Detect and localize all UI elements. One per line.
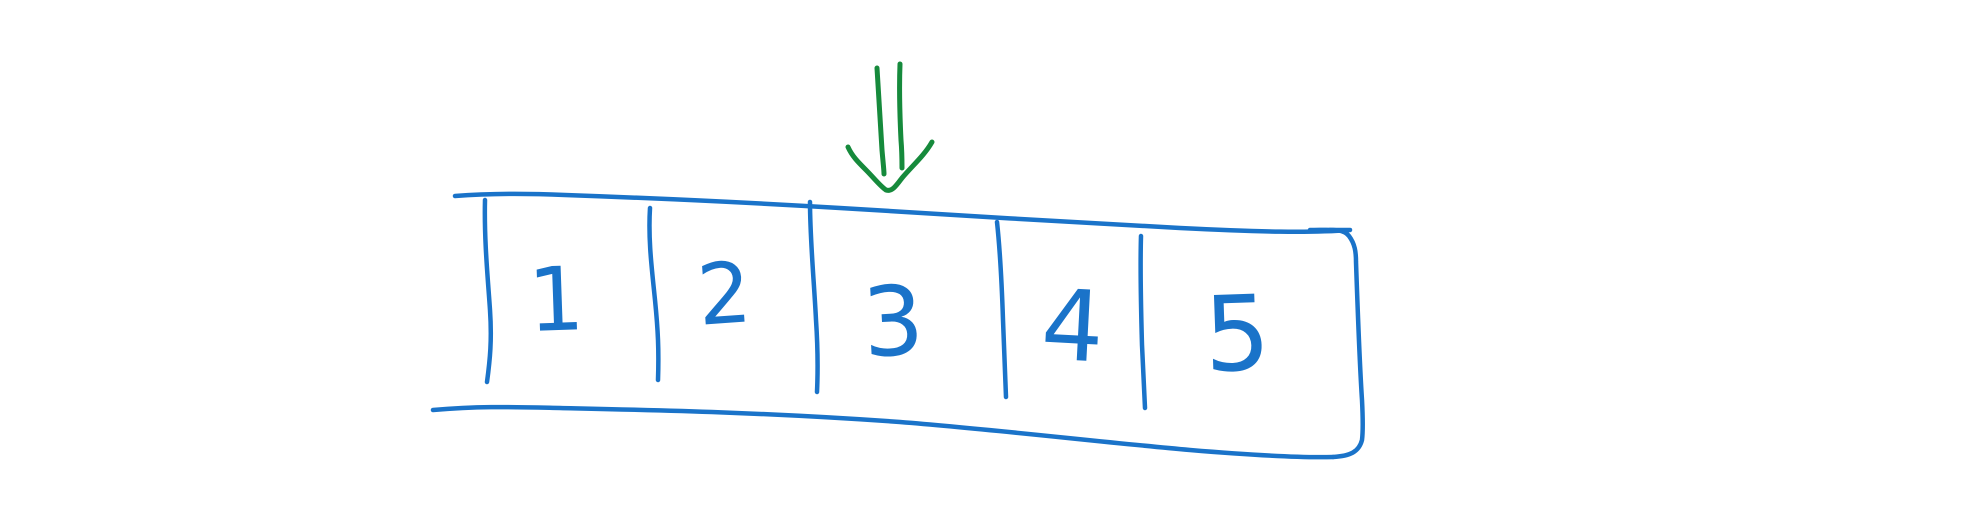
- cell-label: 4: [1039, 268, 1107, 385]
- arrow-shaft-right: [897, 61, 905, 171]
- cell-divider-1-2: [647, 205, 661, 383]
- cell-divider-2-3: [807, 199, 820, 395]
- arrow-shaft-left: [874, 65, 887, 177]
- cell-label: 3: [860, 264, 927, 379]
- double-down-arrow-icon: [845, 61, 935, 193]
- cell-label: 2: [694, 243, 754, 344]
- arrow-head: [845, 139, 935, 193]
- array-bottom-edge: [430, 404, 1336, 460]
- cell-divider-3-4: [994, 219, 1009, 400]
- array-top-edge: [452, 191, 1353, 234]
- cell-divider-4-5: [1138, 233, 1148, 411]
- cell-divider-left: [482, 197, 494, 385]
- cell-label: 5: [1202, 272, 1272, 396]
- array-outline: [430, 191, 1365, 460]
- array-right-edge: [1307, 227, 1365, 460]
- array-cells: 1 2 3 4 5: [526, 243, 1272, 396]
- cell-label: 1: [526, 247, 586, 352]
- cell-dividers: [482, 197, 1148, 411]
